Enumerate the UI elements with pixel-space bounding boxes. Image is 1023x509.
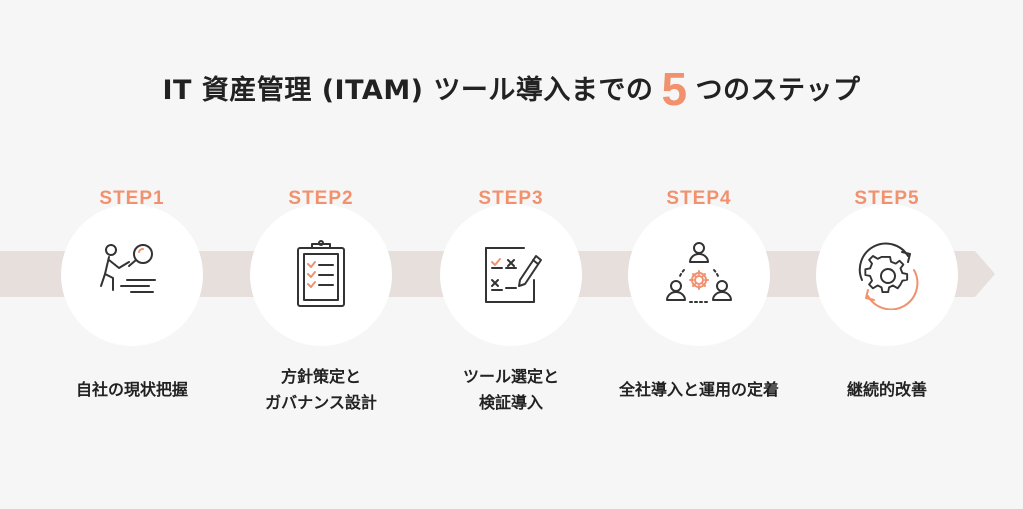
step-icon-circle [250,204,392,346]
step-3: STEP3 ツール選定と 検証導入 [416,0,606,509]
title-suffix: つのステップ [695,75,861,106]
step-label: STEP5 [854,188,920,209]
clipboard-checklist-icon [297,240,345,307]
team-gear-icon [666,242,732,303]
step-1: STEP1 自社の現状把握 [37,0,227,509]
step-label: STEP1 [99,188,165,209]
step-label: STEP3 [478,188,544,209]
title-number: 5 [661,63,688,115]
step-text: ツール選定と 検証導入 [462,367,559,412]
title-prefix: IT 資産管理 (ITAM) ツール導入までの [162,75,654,106]
checklist-pen-icon [485,247,542,303]
step-text: 方針策定と ガバナンス設計 [265,367,377,412]
magnifier-person-icon [100,244,156,293]
step-2: STEP2 方針策定と ガバナンス設計 [226,0,416,509]
step-text: 自社の現状把握 [75,380,188,399]
step-icon-circle [816,204,958,346]
step-icon-circle [628,204,770,346]
step-label: STEP2 [288,188,354,209]
step-text: 全社導入と運用の定着 [618,380,779,399]
step-text: 継続的改善 [846,380,927,399]
step-label: STEP4 [666,188,732,209]
process-arrow-head [975,251,995,297]
step-5: STEP5 継続的改善 [792,0,982,509]
step-icon-circle [61,204,203,346]
step-4: STEP4 全社導入と運用の定着 [604,0,794,509]
cycle-gear-icon [858,242,919,310]
step-icon-circle [440,204,582,346]
